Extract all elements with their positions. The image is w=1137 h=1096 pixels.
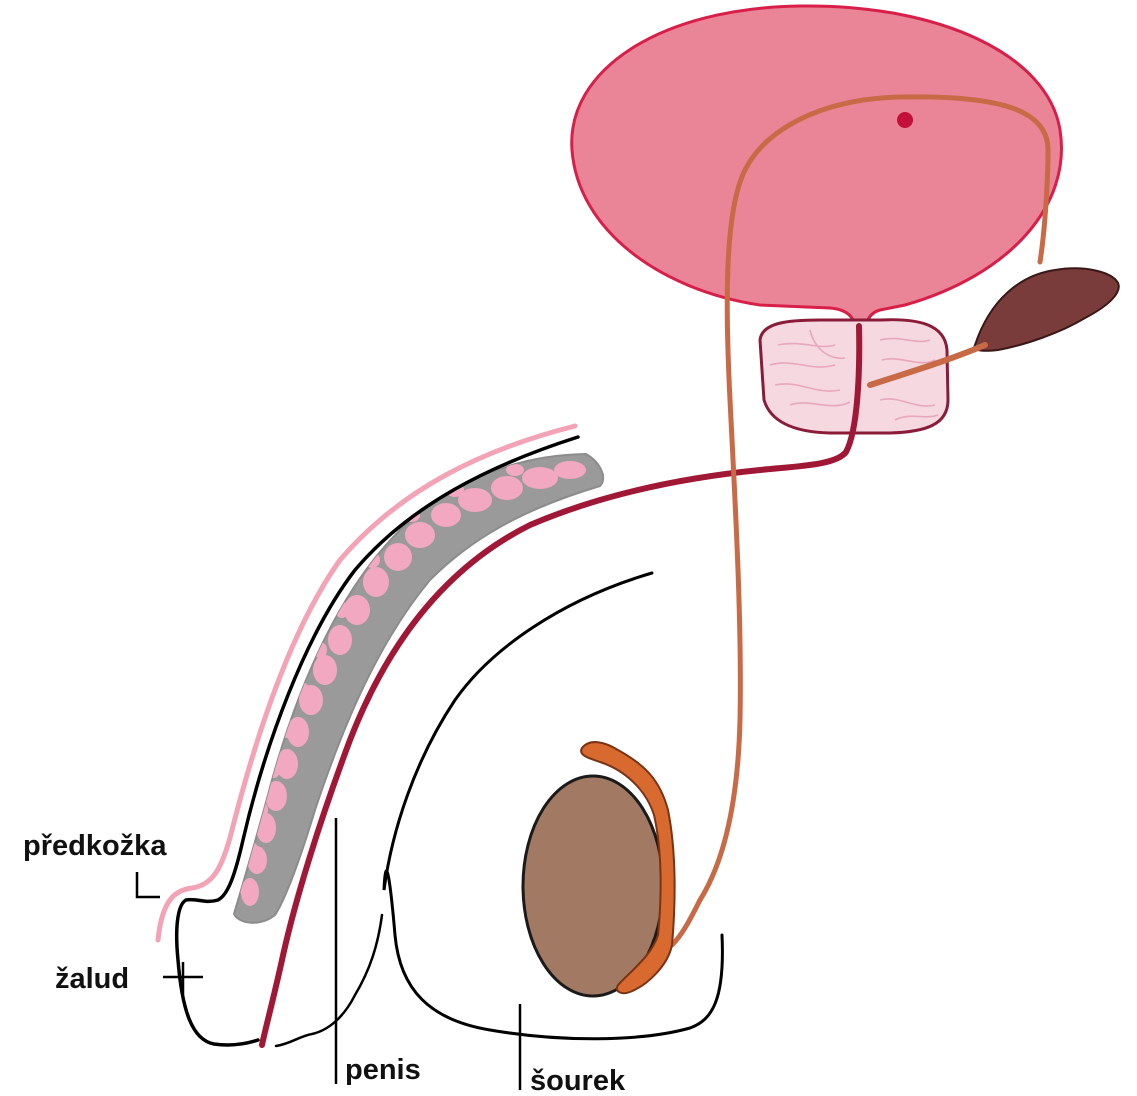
label-leaders <box>137 818 520 1090</box>
foreskin-leader <box>137 872 160 897</box>
label-foreskin: předkožka <box>23 830 167 862</box>
label-scrotum: šourek <box>530 1065 626 1096</box>
label-glans: žalud <box>55 963 129 995</box>
glans-leader <box>163 962 203 995</box>
glans-lower-outline <box>276 915 382 1046</box>
seminal-vesicle <box>974 268 1118 350</box>
bladder-body <box>572 6 1062 330</box>
ureter-opening <box>897 112 913 128</box>
bladder <box>572 6 1062 330</box>
label-penis: penis <box>345 1054 421 1086</box>
